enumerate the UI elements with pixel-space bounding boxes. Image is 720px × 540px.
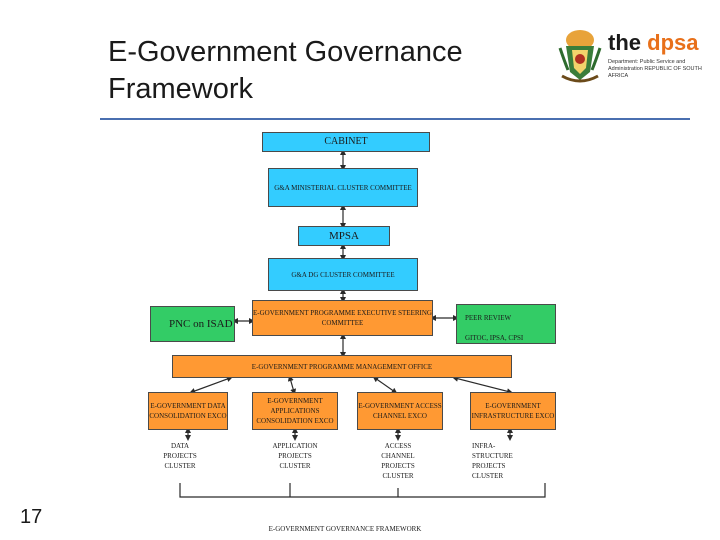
data-projects-cluster-label: DATA PROJECTS CLUSTER	[163, 442, 197, 470]
page-number: 17	[20, 506, 43, 528]
pnc-isad-box: PNC on ISAD	[150, 306, 235, 342]
application-projects-cluster-label: APPLICATION PROJECTS CLUSTER	[272, 442, 318, 470]
steering-committee-box: E-GOVERNMENT PROGRAMME EXECUTIVE STEERIN…	[252, 300, 433, 336]
access-channel-projects-cluster-label: ACCESS CHANNEL PROJECTS CLUSTER	[381, 442, 415, 480]
mpsa-box: MPSA	[298, 226, 390, 246]
logo-subtitle: Department: Public Service and Administr…	[608, 59, 702, 79]
access-channel-exco-box: E-GOVERNMENT ACCESS CHANNEL EXCO	[357, 392, 443, 430]
peer-review-box: PEER REVIEW GITOC, IPSA, CPSI	[456, 304, 556, 344]
pmo-box: E-GOVERNMENT PROGRAMME MANAGEMENT OFFICE	[172, 355, 512, 378]
peer-review-orgs: GITOC, IPSA, CPSI	[465, 334, 524, 342]
page-title: E-Government Governance Framework	[108, 36, 463, 105]
applications-exco-box: E-GOVERNMENT APPLICATIONS CONSOLIDATION …	[252, 392, 338, 430]
ga-dg-cluster-box: G&A DG CLUSTER COMMITTEE	[268, 258, 418, 291]
coat-of-arms-icon	[558, 30, 602, 83]
footer-caption: E-GOVERNMENT GOVERNANCE FRAMEWORK	[268, 525, 422, 533]
cabinet-box: CABINET	[262, 132, 430, 152]
title-divider	[100, 118, 690, 120]
logo-wordmark: the dpsa	[608, 30, 699, 55]
infrastructure-exco-box: E-GOVERNMENT INFRASTRUCTURE EXCO	[470, 392, 556, 430]
peer-review-title: PEER REVIEW	[465, 314, 512, 322]
data-exco-box: E-GOVERNMENT DATA CONSOLIDATION EXCO	[148, 392, 228, 430]
dpsa-logo: the dpsa Department: Public Service and …	[556, 26, 706, 88]
infrastructure-projects-cluster-label: INFRA-STRUCTURE PROJECTS CLUSTER	[472, 442, 513, 480]
ga-ministerial-cluster-box: G&A MINISTERIAL CLUSTER COMMITTEE	[268, 168, 418, 207]
